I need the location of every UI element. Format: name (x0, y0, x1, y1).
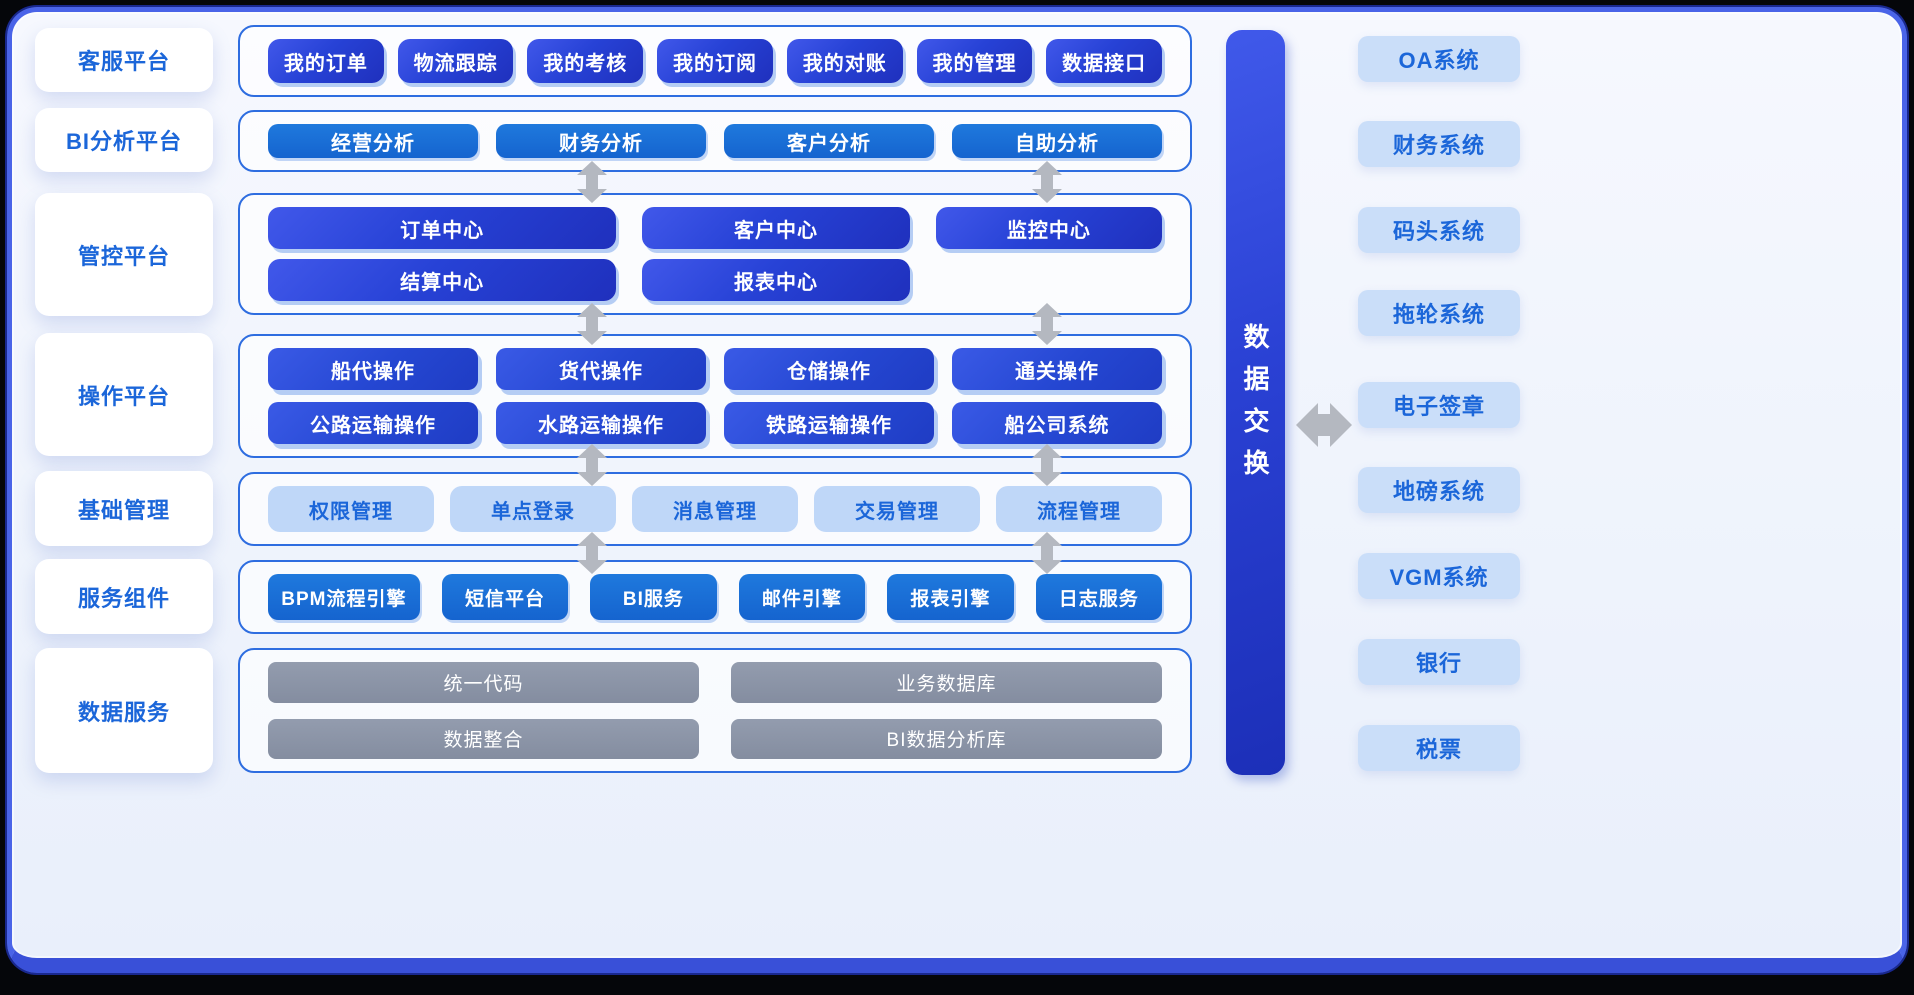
module-button: 统一代码 (268, 662, 699, 703)
external-system-button: OA系统 (1358, 36, 1520, 82)
external-system-button: 电子签章 (1358, 382, 1520, 428)
double-arrow-vertical-icon (577, 303, 607, 345)
control-platform-group: 订单中心 客户中心 监控中心 结算中心 报表中心 (238, 193, 1192, 315)
module-button: 仓储操作 (724, 348, 934, 390)
module-button: 邮件引擎 (738, 574, 866, 620)
module-button: 我的订阅 (657, 39, 773, 83)
module-button: 财务分析 (496, 124, 706, 158)
platform-label-service-components: 服务组件 (35, 559, 213, 634)
double-arrow-vertical-icon (1032, 161, 1062, 203)
module-button: 经营分析 (268, 124, 478, 158)
module-button: 我的对账 (786, 39, 903, 83)
module-button: 报表引擎 (887, 574, 1014, 620)
module-button: 报表中心 (642, 259, 910, 301)
module-button: 客户分析 (724, 124, 934, 158)
external-system-button: 银行 (1358, 639, 1520, 685)
data-exchange-label: 数据交换 (1240, 322, 1270, 491)
external-system-button: 财务系统 (1358, 121, 1520, 167)
platform-label-basic-management: 基础管理 (35, 471, 213, 546)
module-button: 我的管理 (916, 39, 1033, 83)
module-button: 我的订单 (268, 39, 384, 83)
module-button: 水路运输操作 (496, 402, 706, 444)
module-button: 物流跟踪 (397, 39, 514, 83)
data-exchange-bar: 数据交换 (1226, 30, 1285, 775)
external-system-button: VGM系统 (1358, 553, 1520, 599)
module-button: 客户中心 (642, 207, 910, 249)
module-button: 自助分析 (952, 124, 1162, 158)
module-button: 流程管理 (996, 486, 1162, 532)
service-components-group: BPM流程引擎 短信平台 BI服务 邮件引擎 报表引擎 日志服务 (238, 560, 1192, 634)
platform-label-data-services: 数据服务 (35, 648, 213, 773)
module-button: 我的考核 (527, 39, 644, 83)
module-button: 短信平台 (441, 574, 569, 620)
module-button: 业务数据库 (731, 662, 1162, 703)
module-button: 结算中心 (268, 259, 617, 301)
bi-analysis-group: 经营分析 财务分析 客户分析 自助分析 (238, 110, 1192, 172)
module-button: 数据整合 (268, 718, 699, 759)
module-button: BI服务 (590, 574, 717, 620)
module-button: 交易管理 (814, 486, 980, 532)
external-system-button: 拖轮系统 (1358, 290, 1520, 336)
module-button: BPM流程引擎 (268, 574, 420, 620)
double-arrow-vertical-icon (577, 444, 607, 486)
module-button: 船公司系统 (952, 402, 1162, 444)
module-button: 铁路运输操作 (724, 402, 934, 444)
module-button: 日志服务 (1035, 574, 1162, 620)
double-arrow-horizontal-icon (1296, 403, 1352, 447)
external-system-button: 地磅系统 (1358, 467, 1520, 513)
basic-management-group: 权限管理 单点登录 消息管理 交易管理 流程管理 (238, 472, 1192, 546)
module-button: 订单中心 (268, 207, 617, 249)
platform-label-bi-analysis: BI分析平台 (35, 108, 213, 172)
module-button: 通关操作 (952, 348, 1162, 390)
double-arrow-vertical-icon (577, 161, 607, 203)
platform-label-operation: 操作平台 (35, 333, 213, 456)
data-services-group: 统一代码 业务数据库 数据整合 BI数据分析库 (238, 648, 1192, 773)
double-arrow-vertical-icon (577, 532, 607, 574)
platform-label-customer-service: 客服平台 (35, 28, 213, 92)
module-button: 船代操作 (268, 348, 478, 390)
platform-label-control: 管控平台 (35, 193, 213, 316)
external-system-button: 码头系统 (1358, 207, 1520, 253)
module-button: 监控中心 (935, 207, 1162, 249)
module-button: 数据接口 (1046, 39, 1163, 83)
module-button: 消息管理 (632, 486, 798, 532)
module-button: 公路运输操作 (268, 402, 478, 444)
module-button: 权限管理 (268, 486, 434, 532)
customer-service-group: 我的订单 物流跟踪 我的考核 我的订阅 我的对账 我的管理 数据接口 (238, 25, 1192, 97)
double-arrow-vertical-icon (1032, 444, 1062, 486)
module-button: BI数据分析库 (731, 718, 1162, 759)
double-arrow-vertical-icon (1032, 532, 1062, 574)
double-arrow-vertical-icon (1032, 303, 1062, 345)
module-button: 货代操作 (496, 348, 706, 390)
operation-platform-group: 船代操作 货代操作 仓储操作 通关操作 公路运输操作 水路运输操作 铁路运输操作… (238, 334, 1192, 458)
external-system-button: 税票 (1358, 725, 1520, 771)
module-button: 单点登录 (450, 486, 616, 532)
